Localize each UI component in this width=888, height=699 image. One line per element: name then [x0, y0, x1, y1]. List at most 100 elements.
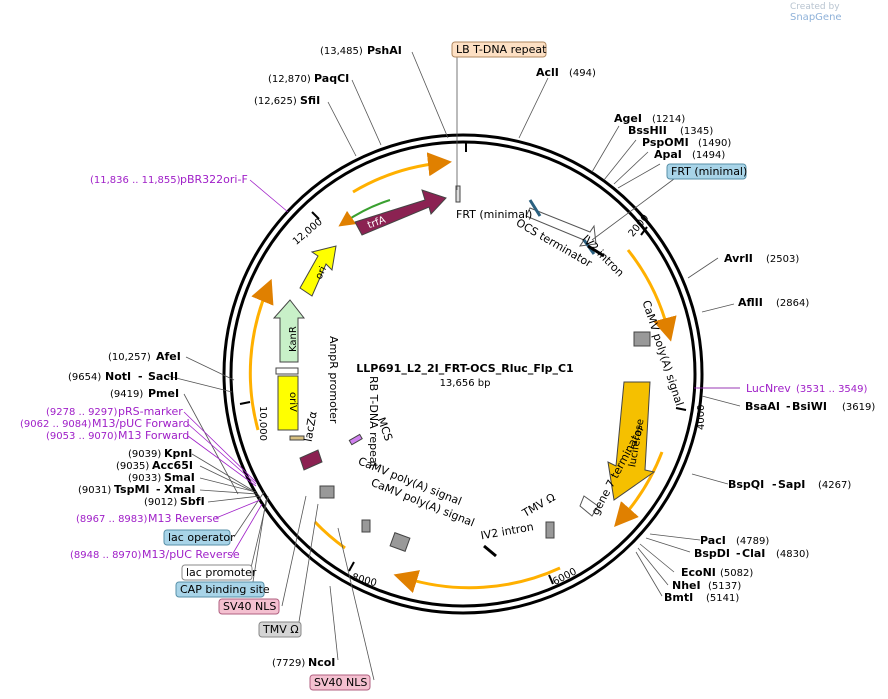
site-xmai: XmaI [164, 483, 195, 496]
svg-text:-: - [772, 478, 777, 491]
site-agei-pos: (1214) [652, 114, 685, 125]
primer-m13f-pos: (9053 .. 9070) [46, 431, 118, 442]
site-pshai-pos: (13,485) [320, 46, 363, 57]
site-sbfi: SbfI [180, 495, 205, 508]
site-nhei: NheI [672, 579, 701, 592]
lb-tdna-label: LB T-DNA repeat [456, 43, 547, 56]
site-pshai: PshAI [367, 44, 402, 57]
site-apai-pos: (1494) [692, 150, 725, 161]
primer-m13puc-f: M13/pUC Forward [92, 417, 190, 430]
tmv-label: TMV Ω [519, 491, 557, 521]
frt-mark [528, 199, 542, 217]
oriv-label: oriV [287, 392, 298, 412]
primer-lucnrev-pos: (3531 .. 3549) [796, 384, 868, 395]
primer-m13puc-r: M13/pUC Reverse [142, 548, 240, 561]
site-bspqi-pos: (4267) [818, 480, 851, 491]
site-econi-pos: (5082) [720, 568, 753, 579]
site-afei: AfeI [156, 350, 181, 363]
site-sbfi-pos: (9012) [144, 497, 177, 508]
site-apai: ApaI [654, 148, 682, 161]
site-pspomi-pos: (1490) [698, 138, 731, 149]
primer-pbr322-pos: (11,836 .. 11,855) [90, 175, 181, 186]
ori-arrow [299, 245, 337, 297]
svg-text:-: - [786, 400, 791, 413]
site-avrii-pos: (2503) [766, 254, 799, 265]
site-sfii-pos: (12,625) [254, 96, 297, 107]
site-bsaai-pos: (3619) [842, 402, 875, 413]
plasmid-name: LLP691_L2_2I_FRT-OCS_Rluc_Flp_C1 [356, 362, 573, 375]
lacz-arrow [299, 449, 323, 471]
backbone-inner [229, 140, 697, 608]
cap-binding-label: CAP binding site [180, 583, 270, 596]
primer-arc [338, 199, 391, 227]
site-noti-pos: (9654) [68, 372, 101, 383]
tick-4000: 4000 [696, 405, 707, 430]
watermark-prefix: Created by [790, 2, 840, 12]
site-paqci-pos: (12,870) [268, 74, 311, 85]
site-pmei-pos: (9419) [110, 389, 143, 400]
svg-text:-: - [156, 483, 161, 496]
site-paci: PacI [700, 534, 726, 547]
ampr-promoter-box [275, 367, 299, 375]
sv40-nls-label-2: SV40 NLS [314, 676, 367, 689]
site-noti: NotI [105, 370, 131, 383]
site-paci-pos: (4789) [736, 536, 769, 547]
primer-m13r: M13 Reverse [148, 512, 219, 525]
site-bmti: BmtI [664, 591, 693, 604]
site-pspomi: PspOMI [642, 136, 689, 149]
site-bspqi: BspQI [728, 478, 764, 491]
site-tspmi: TspMI [114, 483, 150, 496]
site-agei: AgeI [614, 112, 642, 125]
oriv-arrow [277, 375, 299, 431]
iv2-mark-2 [483, 544, 497, 558]
primer-m13r-pos: (8967 .. 8983) [76, 514, 148, 525]
ampr-promoter-label: AmpR promoter [327, 336, 340, 424]
watermark: Created by SnapGene [790, 2, 888, 23]
site-clai: ClaI [742, 547, 765, 560]
tick-10000: 10,000 [257, 406, 268, 441]
tick-12000: 12,000 [291, 217, 325, 248]
site-bspdi: BspDI [694, 547, 730, 560]
tmv-omega-label: TMV Ω [262, 623, 299, 636]
ori-label: ori [314, 265, 329, 281]
site-tspmi-pos: (9031) [78, 485, 111, 496]
site-smai: SmaI [164, 471, 195, 484]
primer-prs: pRS-marker [118, 405, 183, 418]
site-bsshii: BssHII [628, 124, 667, 137]
site-bsaai: BsaAI [745, 400, 780, 413]
svg-text:-: - [138, 370, 143, 383]
kanr-arrow [272, 299, 306, 363]
trfA-arrow [354, 189, 447, 236]
site-sacii: SacII [148, 370, 178, 383]
site-acc65i-pos: (9035) [116, 461, 149, 472]
lac-operator-label: lac operator [168, 531, 235, 544]
site-sapi: SapI [778, 478, 805, 491]
site-kpni: KpnI [164, 447, 192, 460]
site-ncoi: NcoI [308, 656, 335, 669]
site-pmei: PmeI [148, 387, 179, 400]
ring-ticks [239, 142, 687, 585]
site-smai-pos: (9033) [128, 473, 161, 484]
site-kpni-pos: (9039) [128, 449, 161, 460]
site-aflii: AflII [738, 296, 763, 309]
kanr-label: KanR [288, 326, 299, 352]
gene7-arrow [579, 495, 599, 517]
site-avrii: AvrII [724, 252, 753, 265]
primer-m13puc-r-pos: (8948 .. 8970) [70, 550, 142, 561]
primer-lucnrev: LucNrev [746, 382, 791, 395]
site-acli-pos: (494) [569, 68, 596, 79]
backbone-outer [222, 133, 704, 615]
rb-tdna-label: RB T-DNA repeat [367, 376, 380, 469]
lac-promoter-label: lac promoter [186, 566, 257, 579]
snapgene-logo: SnapGene [790, 12, 842, 23]
site-aflii-pos: (2864) [776, 298, 809, 309]
iv2-mark [587, 244, 605, 258]
primer-pbr322: pBR322ori-F [180, 173, 248, 186]
leader-lines [167, 51, 741, 681]
site-afei-pos: (10,257) [108, 352, 151, 363]
iv2-intron-label-2: IV2 intron [480, 520, 535, 542]
luciferase-arrow [607, 381, 656, 501]
sv40-nls-label: SV40 NLS [223, 600, 276, 613]
small-features [289, 185, 651, 552]
